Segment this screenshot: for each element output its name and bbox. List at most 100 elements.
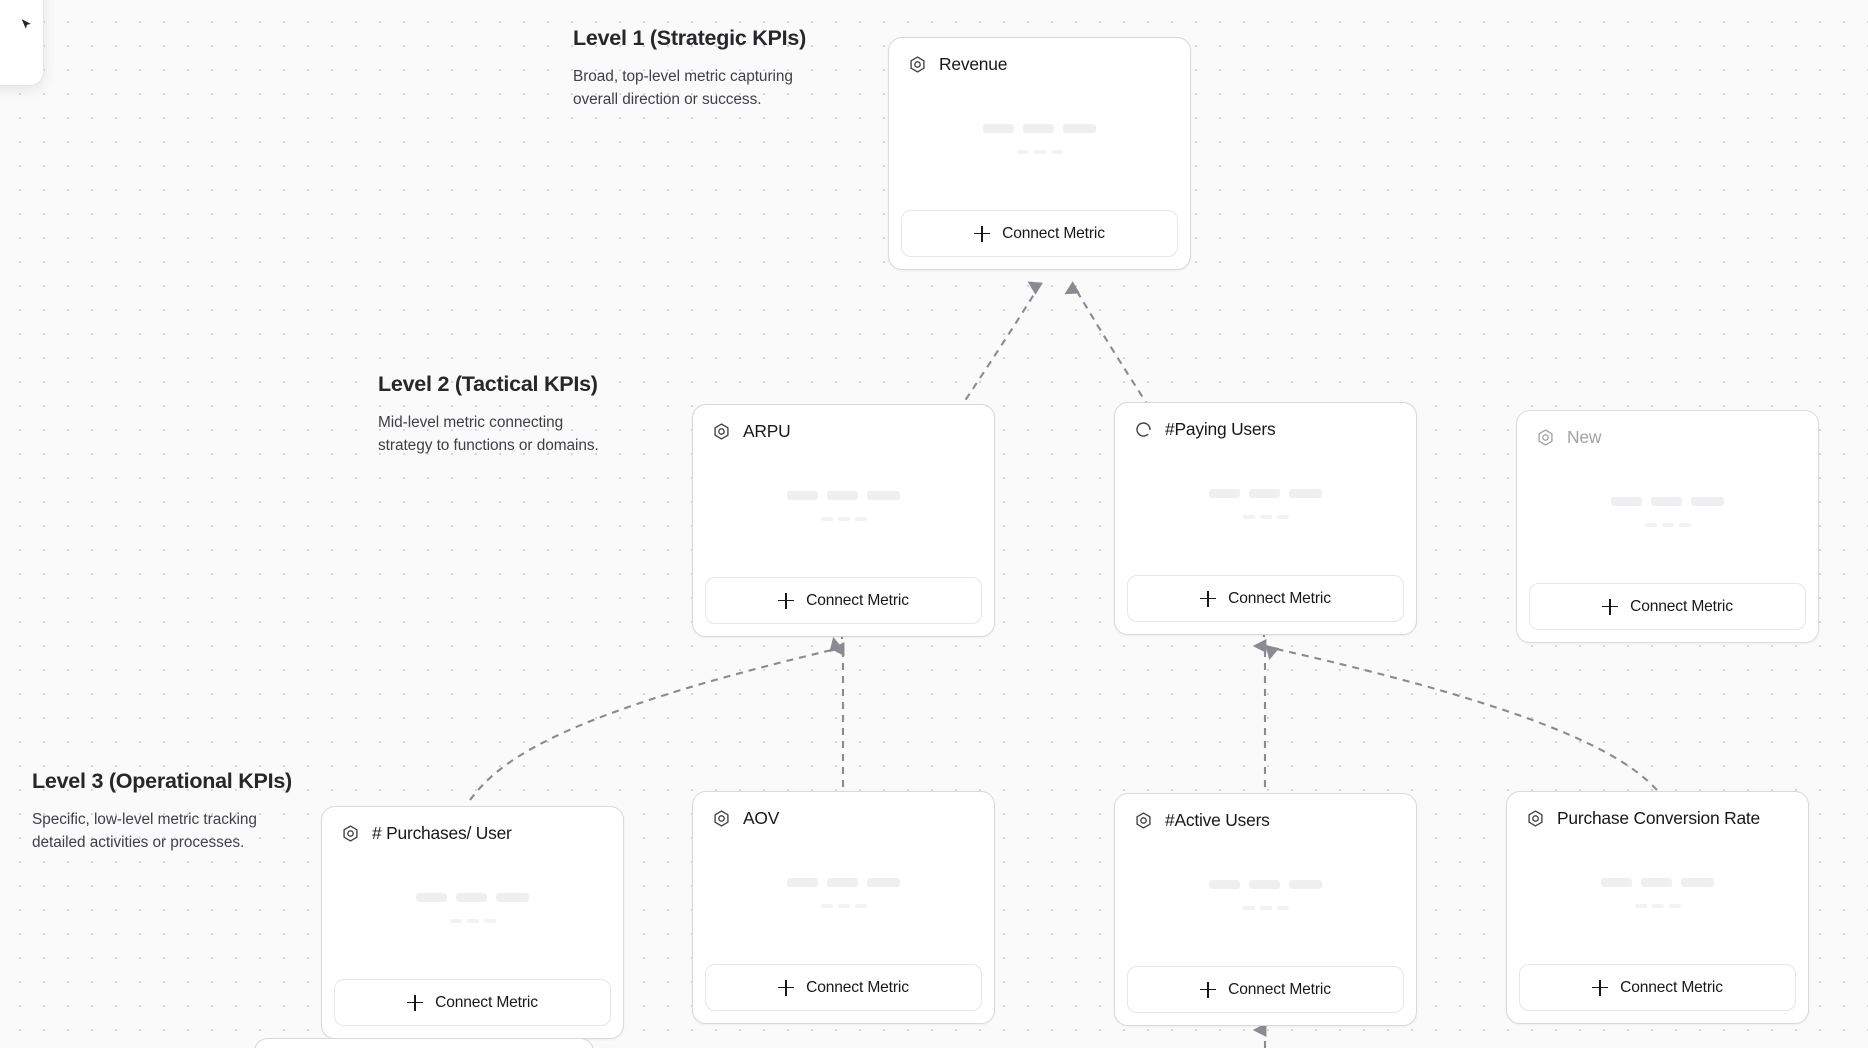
metric-node-active-users[interactable]: #Active Users Connect Metric bbox=[1114, 793, 1417, 1026]
skeleton-bar-small bbox=[1276, 514, 1289, 519]
metric-node-paying-users[interactable]: #Paying Users Connect Metric bbox=[1114, 402, 1417, 635]
level-1-title: Level 1 (Strategic KPIs) bbox=[573, 26, 806, 50]
skeleton-bar bbox=[416, 892, 447, 902]
skeleton-row-secondary bbox=[1242, 905, 1289, 910]
skeleton-bar-small bbox=[1661, 522, 1674, 527]
metric-hexagon-icon bbox=[907, 54, 928, 75]
connect-metric-label: Connect Metric bbox=[1228, 980, 1331, 998]
connect-metric-label: Connect Metric bbox=[1620, 978, 1723, 996]
skeleton-bar bbox=[1249, 488, 1280, 498]
metric-node-aov[interactable]: AOV Connect Metric bbox=[692, 791, 995, 1024]
metric-node-arpu[interactable]: ARPU Connect Metric bbox=[692, 404, 995, 637]
skeleton-bar bbox=[1023, 123, 1054, 133]
connect-metric-button[interactable]: Connect Metric bbox=[705, 964, 982, 1011]
metric-node-new[interactable]: New Connect Metric bbox=[1516, 410, 1819, 643]
metric-hexagon-icon bbox=[1133, 810, 1154, 831]
connect-metric-button[interactable]: Connect Metric bbox=[901, 210, 1178, 257]
cursor-pointer-icon bbox=[18, 17, 34, 33]
level-1-description: Broad, top-level metric capturing overal… bbox=[573, 65, 806, 112]
skeleton-bar bbox=[983, 123, 1014, 133]
plus-icon bbox=[1592, 979, 1609, 996]
skeleton-bar bbox=[1063, 123, 1096, 133]
skeleton-row-primary bbox=[1611, 496, 1724, 506]
connect-metric-label: Connect Metric bbox=[806, 591, 909, 609]
skeleton-bar-small bbox=[820, 903, 833, 908]
level-3-annotation: Level 3 (Operational KPIs) Specific, low… bbox=[32, 769, 292, 855]
skeleton-bar bbox=[1651, 496, 1682, 506]
skeleton-bar bbox=[1611, 496, 1642, 506]
connect-metric-label: Connect Metric bbox=[435, 993, 538, 1011]
skeleton-bar-small bbox=[483, 918, 496, 923]
level-2-desc-line-1: Mid-level metric connecting bbox=[378, 413, 564, 431]
metric-hexagon-icon bbox=[1525, 808, 1546, 829]
skeleton-row-primary bbox=[1601, 877, 1714, 887]
node-header: Purchase Conversion Rate bbox=[1507, 792, 1808, 829]
skeleton-bar-small bbox=[1242, 514, 1255, 519]
skeleton-row-primary bbox=[1209, 488, 1322, 498]
plus-icon bbox=[1200, 981, 1217, 998]
skeleton-bar-small bbox=[1668, 903, 1681, 908]
node-header: Revenue bbox=[889, 38, 1190, 75]
skeleton-bar bbox=[787, 877, 818, 887]
skeleton-row-secondary bbox=[820, 516, 867, 521]
skeleton-bar-small bbox=[820, 516, 833, 521]
plus-icon bbox=[407, 994, 424, 1011]
node-skeleton-body bbox=[1507, 829, 1808, 964]
skeleton-bar-small bbox=[466, 918, 479, 923]
edge-conversion-to-payingusers bbox=[1265, 645, 1658, 791]
skeleton-row-primary bbox=[787, 490, 900, 500]
metric-hexagon-icon bbox=[340, 823, 361, 844]
skeleton-bar-small bbox=[854, 516, 867, 521]
node-skeleton-body bbox=[693, 442, 994, 577]
skeleton-bar bbox=[1249, 879, 1280, 889]
connect-metric-button[interactable]: Connect Metric bbox=[1127, 575, 1404, 622]
skeleton-row-secondary bbox=[1016, 149, 1063, 154]
skeleton-bar bbox=[1209, 488, 1240, 498]
skeleton-row-secondary bbox=[1634, 903, 1681, 908]
connect-metric-button[interactable]: Connect Metric bbox=[334, 979, 611, 1026]
node-header: # Purchases/ User bbox=[322, 807, 623, 844]
skeleton-bar bbox=[787, 490, 818, 500]
skeleton-row-primary bbox=[983, 123, 1096, 133]
skeleton-bar bbox=[867, 877, 900, 887]
metric-node-revenue[interactable]: Revenue Connect Metric bbox=[888, 37, 1191, 270]
skeleton-bar bbox=[1691, 496, 1724, 506]
skeleton-row-secondary bbox=[1644, 522, 1691, 527]
skeleton-bar-small bbox=[1634, 903, 1647, 908]
plus-icon bbox=[974, 225, 991, 242]
skeleton-bar bbox=[1601, 877, 1632, 887]
connect-metric-button[interactable]: Connect Metric bbox=[1127, 966, 1404, 1013]
node-title: #Active Users bbox=[1165, 809, 1270, 830]
floating-toolbar-panel[interactable] bbox=[0, 0, 44, 86]
node-title: Purchase Conversion Rate bbox=[1557, 807, 1761, 828]
skeleton-bar bbox=[1641, 877, 1672, 887]
skeleton-bar-small bbox=[1016, 149, 1029, 154]
level-1-annotation: Level 1 (Strategic KPIs) Broad, top-leve… bbox=[573, 26, 806, 112]
level-2-description: Mid-level metric connecting strategy to … bbox=[378, 411, 599, 458]
skeleton-bar bbox=[496, 892, 529, 902]
level-3-title: Level 3 (Operational KPIs) bbox=[32, 769, 292, 793]
skeleton-row-secondary bbox=[449, 918, 496, 923]
node-skeleton-body bbox=[693, 829, 994, 964]
node-header: AOV bbox=[693, 792, 994, 829]
skeleton-bar bbox=[827, 877, 858, 887]
connect-metric-label: Connect Metric bbox=[1002, 224, 1105, 242]
metric-node-purchase-conversion-rate[interactable]: Purchase Conversion Rate Connect Metric bbox=[1506, 791, 1809, 1024]
connect-metric-button[interactable]: Connect Metric bbox=[705, 577, 982, 624]
level-2-annotation: Level 2 (Tactical KPIs) Mid-level metric… bbox=[378, 372, 599, 458]
metric-node-purchases-per-user[interactable]: # Purchases/ User Connect Metric bbox=[321, 806, 624, 1039]
loading-spinner-icon bbox=[1133, 419, 1154, 440]
skeleton-bar-small bbox=[1651, 903, 1664, 908]
skeleton-bar bbox=[456, 892, 487, 902]
skeleton-bar-small bbox=[449, 918, 462, 923]
connect-metric-button[interactable]: Connect Metric bbox=[1529, 583, 1806, 630]
skeleton-bar-small bbox=[1259, 905, 1272, 910]
connect-metric-button[interactable]: Connect Metric bbox=[1519, 964, 1796, 1011]
skeleton-bar bbox=[827, 490, 858, 500]
node-title: # Purchases/ User bbox=[372, 822, 512, 843]
metric-node-offscreen-bottom-left[interactable] bbox=[254, 1038, 594, 1048]
plus-icon bbox=[778, 592, 795, 609]
plus-icon bbox=[778, 979, 795, 996]
skeleton-bar-small bbox=[1050, 149, 1063, 154]
